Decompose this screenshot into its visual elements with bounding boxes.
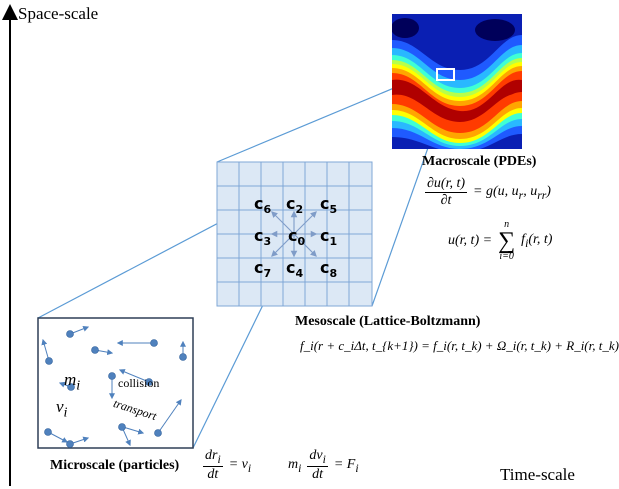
macroscale-equation-1: ∂u(r, t)∂t = g(u, ur, urr) xyxy=(425,176,551,209)
velocity-label-c8: c8 xyxy=(320,258,338,281)
particles-box xyxy=(37,317,194,449)
velocity-label-c2: c2 xyxy=(286,194,304,217)
multiscale-diagram xyxy=(2,4,522,486)
macroscale-title: Macroscale (PDEs) xyxy=(422,154,537,169)
mesoscale-equation: f_i(r + c_iΔt, t_{k+1}) = f_i(r, t_k) + … xyxy=(300,338,619,353)
y-axis-label: Space-scale xyxy=(18,4,99,23)
velocity-label-c5: c5 xyxy=(320,194,338,217)
velocity-label-c1: c1 xyxy=(320,226,338,249)
macroscale-equation-2: u(r, t) = n∑i=0 fi(r, t) xyxy=(448,219,553,263)
lattice-grid xyxy=(216,161,373,307)
velocity-label-c3: c3 xyxy=(254,226,272,249)
microscale-title: Microscale (particles) xyxy=(50,458,180,473)
mesoscale-title: Mesoscale (Lattice-Boltzmann) xyxy=(295,314,481,329)
velocity-label-c4: c4 xyxy=(286,258,304,281)
mass-label: mi xyxy=(64,370,81,394)
velocity-label: vi xyxy=(56,397,68,421)
velocity-label-c7: c7 xyxy=(254,258,272,281)
macroscale-contour-plot xyxy=(392,14,522,149)
velocity-label-c0: c0 xyxy=(288,226,306,249)
x-axis-label: Time-scale xyxy=(500,465,575,484)
velocity-label-c6: c6 xyxy=(254,194,272,217)
collision-label: collision xyxy=(118,376,160,390)
macroscale-zoom-box xyxy=(436,68,455,81)
